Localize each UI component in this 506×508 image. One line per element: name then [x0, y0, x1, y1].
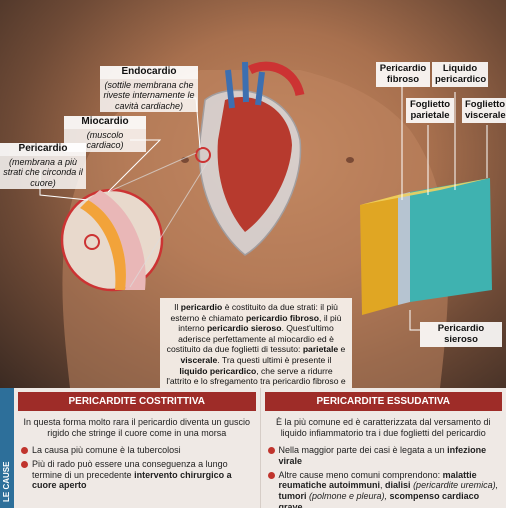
bullet-item: Altre cause meno comuni comprendono: mal…	[267, 470, 501, 508]
info-box: Il pericardio è costituito da due strati…	[160, 298, 352, 388]
info-bold: pericardio sieroso	[206, 323, 282, 334]
info-text: è costituito da due strati: il più ester…	[170, 302, 338, 323]
essudativa-title: PERICARDITE ESSUDATIVA	[264, 392, 502, 411]
info-text: . Tra questi ultimi è presente il	[217, 354, 332, 365]
bullet-bold: scompenso cardiaco grave	[278, 491, 480, 508]
bullet-text: ,	[380, 480, 386, 491]
label-endocardio-title: Endocardio	[100, 66, 198, 79]
costrittiva-column: PERICARDITE COSTRITTIVA In questa forma …	[14, 388, 260, 508]
label-foglietto-parietale: Foglietto parietale	[406, 98, 454, 123]
bullet-bold: dialisi	[385, 480, 411, 491]
causes-panel: LE CAUSE PERICARDITE COSTRITTIVA In ques…	[0, 388, 506, 508]
bullet-italic: (polmone e pleura),	[306, 491, 390, 502]
bullet-text: La causa più comune è la tubercolosi	[32, 445, 181, 455]
causes-sidebar: LE CAUSE	[0, 388, 14, 508]
label-pericardio-sieroso: Pericardio sieroso	[420, 322, 502, 347]
bullet-item: Nella maggior parte dei casi è legata a …	[267, 445, 501, 467]
illustration-area: Endocardio (sottile membrana che riveste…	[0, 0, 506, 388]
bullet-item: Più di rado può essere una conseguenza a…	[20, 459, 254, 491]
info-text: e	[338, 344, 346, 355]
bullet-item: La causa più comune è la tubercolosi	[20, 445, 254, 456]
label-pericardio-fibroso: Pericardio fibroso	[376, 62, 430, 87]
bullet-text: Nella maggior parte dei casi è legata a …	[278, 445, 448, 455]
label-liquido-pericardico: Liquido pericardico	[432, 62, 488, 87]
bullet-italic: (pericardite uremica),	[410, 480, 499, 491]
info-bold: parietale	[302, 344, 339, 355]
label-foglietto-viscerale: Foglietto viscerale	[462, 98, 506, 123]
anatomy-illustration	[39, 61, 492, 388]
bullet-bold: intervento chirurgico a cuore aperto	[32, 469, 232, 491]
costrittiva-title: PERICARDITE COSTRITTIVA	[18, 392, 256, 411]
info-bold: liquido pericardico	[179, 365, 257, 376]
info-bold: pericardio fibroso	[245, 312, 320, 323]
info-text: Il	[174, 302, 181, 312]
label-endocardio: Endocardio (sottile membrana che riveste…	[100, 66, 198, 112]
label-pericardio-title: Pericardio	[0, 143, 86, 156]
bullet-text: Più di rado può essere una conseguenza a…	[32, 458, 228, 480]
bullet-text: Altre cause meno comuni comprendono:	[278, 469, 443, 480]
info-text: , che serve a ridurre l'attrito e lo sfr…	[166, 365, 346, 388]
info-text: . Quest'ultimo aderisce perfettamente al…	[166, 323, 334, 355]
label-pericardio-desc: (membrana a più strati che circonda il c…	[0, 155, 86, 189]
info-bold: pericardio	[180, 302, 223, 312]
info-bold: viscerale	[180, 354, 218, 365]
bullet-bold: tumori	[278, 491, 307, 502]
info-text: , il più interno	[178, 312, 342, 334]
costrittiva-desc: In questa forma molto rara il pericardio…	[23, 417, 251, 438]
essudativa-column: PERICARDITE ESSUDATIVA È la più comune e…	[259, 388, 506, 508]
essudativa-desc: È la più comune ed è caratterizzata dal …	[275, 417, 491, 438]
bullet-bold: malattie reumatiche autoimmuni	[278, 469, 477, 491]
label-endocardio-desc: (sottile membrana che riveste internamen…	[100, 78, 198, 112]
bullet-bold: infezione virale	[278, 445, 487, 466]
label-miocardio-title: Miocardio	[64, 116, 146, 129]
label-pericardio: Pericardio (membrana a più strati che ci…	[0, 143, 86, 189]
sidebar-label: LE CAUSE	[2, 461, 11, 502]
